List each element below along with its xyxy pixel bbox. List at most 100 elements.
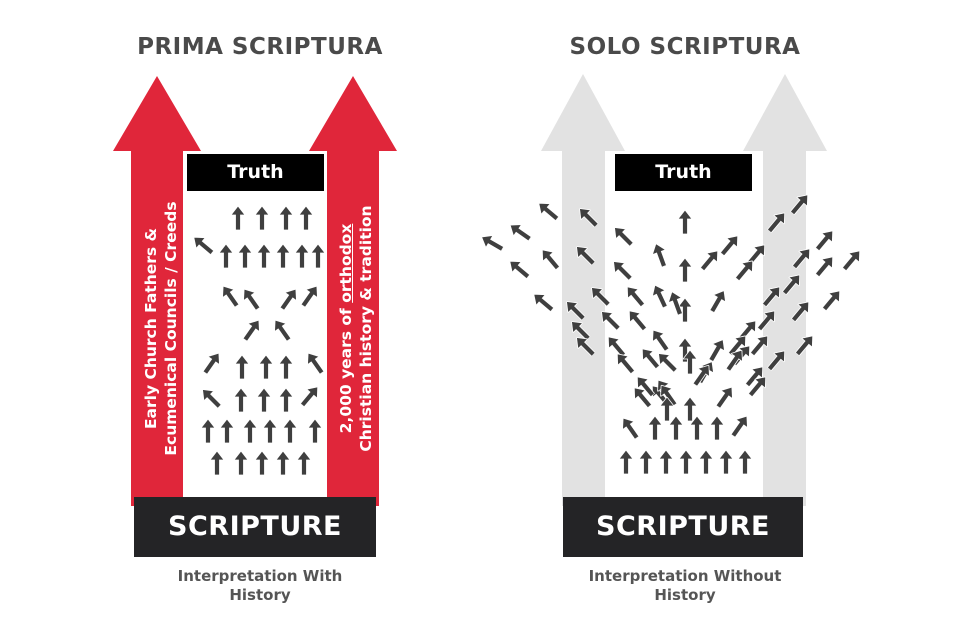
arrow-icon [506, 219, 534, 244]
arrow-icon [257, 244, 271, 268]
arrow-icon [659, 450, 673, 474]
arrow-icon [610, 223, 637, 250]
arrow-icon [697, 246, 723, 273]
arrow-icon [792, 331, 818, 358]
arrow-icon [649, 282, 672, 310]
arrow-icon [234, 388, 248, 412]
arrow-icon [297, 382, 323, 409]
arrow-icon [572, 242, 599, 269]
right-red-pillar-arrow-icon [309, 76, 397, 506]
arrow-icon [562, 297, 589, 324]
arrow-icon [655, 381, 680, 409]
arrow-icon [678, 210, 692, 234]
arrow-icon [812, 252, 838, 279]
arrow-icon [787, 190, 813, 217]
arrow-icon [632, 372, 658, 399]
arrow-icon [575, 204, 602, 231]
arrow-icon [217, 282, 242, 310]
arrow-icon [567, 317, 594, 344]
prima-caption: Interpretation With History [130, 567, 390, 605]
arrow-icon [276, 244, 290, 268]
arrow-icon [534, 198, 561, 224]
arrow-icon [572, 333, 599, 360]
arrow-icon [622, 282, 648, 309]
arrow-icon [220, 419, 234, 443]
arrow-icon [745, 372, 771, 399]
arrow-icon [759, 282, 785, 309]
arrow-icon [537, 245, 563, 272]
arrow-icon [683, 350, 697, 374]
arrow-icon [308, 419, 322, 443]
arrow-icon [597, 307, 624, 334]
arrow-icon [706, 287, 730, 315]
arrow-icon [732, 256, 758, 283]
prima-scriptura-title: PRIMA SCRIPTURA [137, 34, 383, 60]
solo-caption: Interpretation Without History [555, 567, 815, 605]
arrow-icon [276, 285, 301, 313]
right-pillar-label-underlined: orthodox [337, 223, 355, 303]
caption-line1: Interpretation Without [588, 567, 782, 585]
arrow-icon [259, 355, 273, 379]
arrow-icon [609, 257, 636, 284]
left-pillar-label-line2: Ecumenical Councils / Creeds [162, 201, 180, 456]
arrow-icon [297, 282, 322, 310]
arrow-icon [257, 388, 271, 412]
arrow-icon [283, 419, 297, 443]
arrow-icon [764, 346, 790, 373]
arrow-icon [788, 297, 814, 324]
arrow-icon [629, 383, 655, 410]
left-red-pillar-arrow-icon [113, 76, 201, 506]
arrow-icon [276, 451, 290, 475]
arrow-icon [311, 244, 325, 268]
arrow-icon [295, 244, 309, 268]
arrow-icon [779, 270, 805, 297]
arrow-icon [679, 450, 693, 474]
arrow-icon [529, 289, 556, 315]
arrow-icon [269, 316, 294, 344]
arrow-icon [819, 286, 845, 313]
scripture-base: SCRIPTURE [134, 497, 376, 557]
arrow-icon [239, 316, 264, 344]
arrow-icon [263, 419, 277, 443]
arrow-icon [727, 412, 752, 440]
left-gray-pillar-arrow-icon [541, 74, 625, 506]
left-pillar-label: Early Church Fathers & Ecumenical Counci… [141, 191, 181, 466]
right-pillar-label-line2: Christian history & tradition [357, 205, 375, 452]
arrow-icon [238, 244, 252, 268]
truth-box: Truth [187, 154, 324, 191]
arrow-icon [189, 232, 216, 258]
arrow-icon [678, 258, 692, 282]
arrow-icon [617, 414, 642, 442]
arrow-icon [839, 246, 865, 273]
arrow-icon [637, 344, 663, 371]
arrow-icon [647, 326, 672, 354]
scripture-base: SCRIPTURE [563, 497, 803, 557]
arrow-icon [219, 244, 233, 268]
arrow-icon [279, 206, 293, 230]
caption-line2: History [229, 586, 291, 604]
arrow-icon [624, 306, 650, 333]
arrow-icon [210, 451, 224, 475]
arrow-icon [738, 450, 752, 474]
arrow-icon [710, 416, 724, 440]
arrow-icon [712, 383, 737, 411]
arrow-icon [660, 397, 674, 421]
arrow-icon [719, 450, 733, 474]
arrow-icon [243, 419, 257, 443]
arrow-icon [619, 450, 633, 474]
arrow-icon [234, 451, 248, 475]
arrow-icon [812, 226, 838, 253]
arrow-icon [505, 256, 532, 282]
arrow-icon [764, 208, 790, 235]
arrow-icon [639, 450, 653, 474]
solo-scriptura-title: SOLO SCRIPTURA [569, 34, 801, 60]
arrow-icon [198, 385, 225, 412]
arrow-icon [199, 349, 224, 377]
arrow-icon [648, 416, 662, 440]
caption-line2: History [654, 586, 716, 604]
arrow-icon [705, 336, 729, 364]
truth-box: Truth [615, 154, 752, 191]
arrow-icon [649, 241, 670, 268]
arrow-icon [238, 285, 263, 313]
arrow-icon [302, 349, 327, 377]
